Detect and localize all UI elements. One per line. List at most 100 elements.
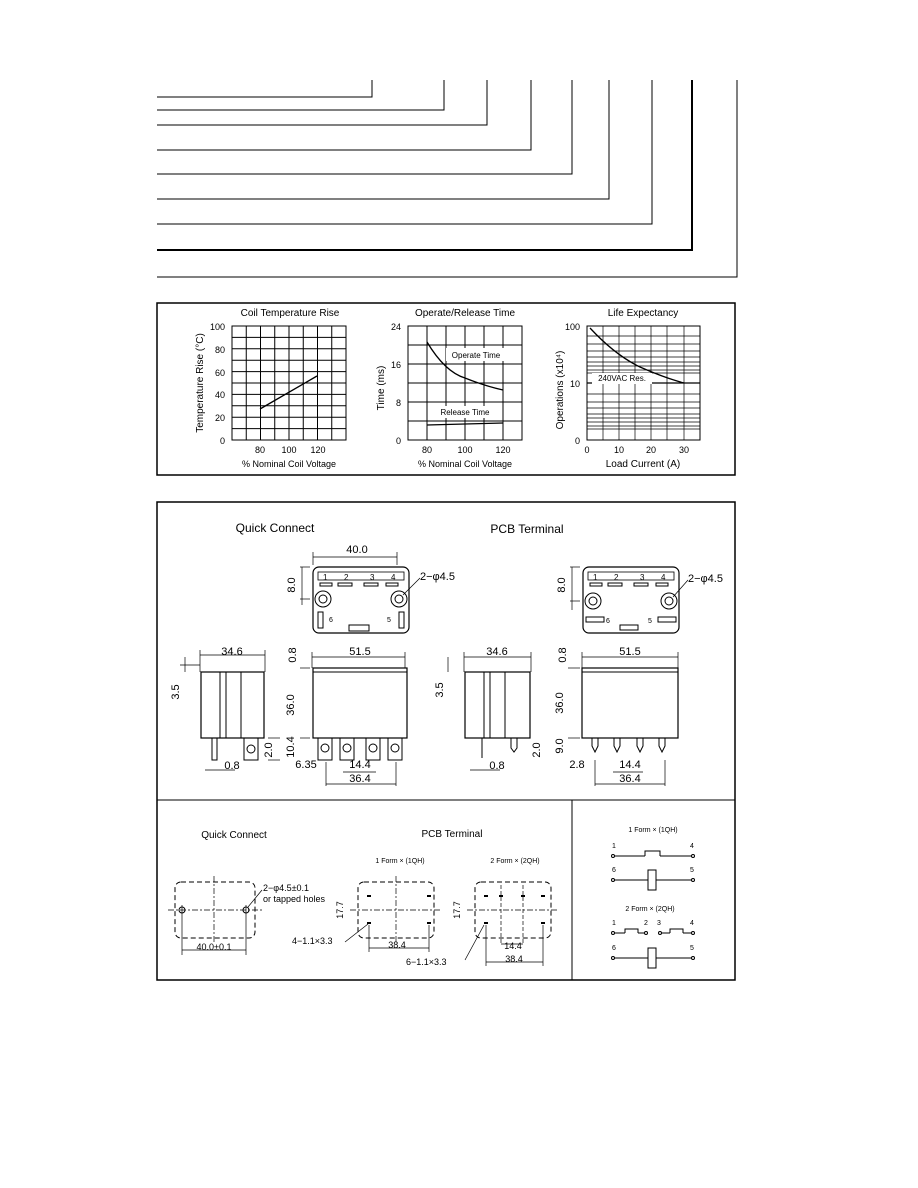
wiring-form2: 2 Form × (2QH) (625, 906, 674, 913)
operate-series-line (426, 341, 504, 391)
coil-xtick: 80 (255, 445, 265, 455)
dim-8-pcb: 8.0 (556, 577, 568, 592)
coil-temp-chart: Coil Temperature Rise 100 80 60 40 20 0 … (195, 308, 347, 469)
mount-d177-2: 17.7 (452, 901, 462, 919)
wiring-form1: 1 Form × (1QH) (628, 827, 677, 834)
dim-0-8-pcb: 0.8 (489, 760, 504, 772)
coil-series-line (259, 375, 318, 410)
dim-8: 8.0 (286, 577, 298, 592)
life-annotation: 240VAC Res. (598, 374, 646, 383)
operate-xtick: 120 (495, 445, 510, 455)
operate-ytick: 16 (391, 360, 401, 370)
life-chart-title: Life Expectancy (608, 308, 679, 319)
operate-release-chart: Operate/Release Time 24 16 8 0 80 100 12… (376, 308, 523, 469)
pcb-pin: 1 (593, 573, 598, 582)
dim-0-8: 0.8 (224, 760, 239, 772)
qc-top-view: 1 2 3 4 6 5 40.0 8.0 2−φ4.5 (286, 544, 455, 634)
wiring-diagrams: 1 Form × (1QH) 1 4 6 5 2 Form × (2QH) 1 … (611, 827, 695, 969)
operate-ytick: 0 (396, 436, 401, 446)
pcb-pin: 3 (640, 573, 645, 582)
operate-xtick: 100 (457, 445, 472, 455)
coil-ytick: 40 (215, 390, 225, 400)
coil-ytick: 0 (220, 436, 225, 446)
dim-10-4: 10.4 (285, 736, 297, 757)
charts-panel (156, 302, 736, 476)
coil-ylabel: Temperature Rise (°C) (195, 333, 206, 433)
mount-d144: 14.4 (504, 941, 522, 951)
pcb-side-views: 34.6 3.5 0.8 2.0 51.5 0.8 36.0 9.0 2.8 1… (434, 646, 679, 786)
mount-d177: 17.7 (335, 901, 345, 919)
life-xtick: 20 (646, 445, 656, 455)
life-series-line (589, 327, 685, 384)
qc-pin: 3 (370, 573, 375, 582)
wiring-pin: 6 (612, 867, 616, 874)
mount-holes6: 6−1.1×3.3 (406, 957, 447, 967)
coil-xlabel: % Nominal Coil Voltage (242, 459, 336, 469)
coil-chart-grid (231, 325, 347, 441)
dim-hole-pcb: 2−φ4.5 (688, 573, 723, 585)
operate-chart-grid (407, 325, 523, 441)
operate-ytick: 24 (391, 322, 401, 332)
dim-0-8-top: 0.8 (287, 647, 299, 662)
dim-14-4-pcb: 14.4 (619, 759, 640, 771)
operate-ylabel: Time (ms) (376, 366, 387, 411)
dim-40: 40.0 (346, 544, 367, 556)
dim-9-0: 9.0 (554, 738, 566, 753)
wiring-pin: 5 (690, 867, 694, 874)
mount-d384-2: 38.4 (505, 954, 523, 964)
coil-chart-title: Coil Temperature Rise (241, 308, 340, 319)
pcb-title: PCB Terminal (490, 522, 563, 536)
wiring-pin: 2 (644, 920, 648, 927)
life-ytick: 0 (575, 436, 580, 446)
wiring-pin: 6 (612, 945, 616, 952)
operate-xtick: 80 (422, 445, 432, 455)
wiring-pin: 3 (657, 920, 661, 927)
wiring-pin: 4 (690, 843, 694, 850)
pcb-pin: 4 (661, 573, 666, 582)
dim-51-5-pcb: 51.5 (619, 646, 640, 658)
mount-tapped: or tapped holes (263, 894, 326, 904)
qc-pin: 2 (344, 573, 349, 582)
operate-chart-title: Operate/Release Time (415, 308, 515, 319)
life-ytick: 100 (565, 322, 580, 332)
qc-title: Quick Connect (236, 521, 315, 535)
operate-series-label: Operate Time (452, 351, 501, 360)
mount-d40: 40.0±0.1 (197, 942, 232, 952)
pcb-top-view: 1 2 3 4 6 5 8.0 2−φ4.5 (556, 566, 723, 634)
wiring-pin: 1 (612, 843, 616, 850)
qc-pin: 6 (329, 617, 333, 624)
dim-36-0: 36.0 (285, 694, 297, 715)
wiring-pin: 5 (690, 945, 694, 952)
life-xtick: 30 (679, 445, 689, 455)
dim-14-4: 14.4 (349, 759, 370, 771)
qc-side-views: 34.6 3.5 0.8 2.0 51.5 0.8 36.0 10.4 6.35… (170, 646, 408, 786)
coil-ytick: 60 (215, 368, 225, 378)
mount-holes4: 4−1.1×3.3 (292, 936, 333, 946)
qc-pin: 5 (387, 617, 391, 624)
mount-form1: 1 Form × (1QH) (375, 858, 424, 865)
life-xtick: 0 (584, 445, 589, 455)
dim-6-35: 6.35 (295, 759, 316, 771)
life-xtick: 10 (614, 445, 624, 455)
mount-form2: 2 Form × (2QH) (490, 858, 539, 865)
mount-qc-title: Quick Connect (201, 830, 267, 841)
dim-34-6-pcb: 34.6 (486, 646, 507, 658)
dim-3-5-pcb: 3.5 (434, 682, 446, 697)
mount-d384: 38.4 (388, 940, 406, 950)
coil-xtick: 120 (310, 445, 325, 455)
dim-2-0: 2.0 (263, 742, 275, 757)
ordering-code-leader-lines (157, 80, 738, 278)
dim-51-5: 51.5 (349, 646, 370, 658)
pcb-pin: 2 (614, 573, 619, 582)
dimensions-panel (156, 501, 736, 981)
dim-36-0-pcb: 36.0 (554, 692, 566, 713)
dim-36-4-pcb: 36.4 (619, 773, 640, 785)
dim-36-4: 36.4 (349, 773, 370, 785)
qc-pin: 4 (391, 573, 396, 582)
release-series-line (426, 422, 504, 426)
coil-ytick: 20 (215, 413, 225, 423)
qc-pin: 1 (323, 573, 328, 582)
coil-ytick: 80 (215, 345, 225, 355)
life-ytick: 10 (570, 379, 580, 389)
dim-hole: 2−φ4.5 (420, 571, 455, 583)
